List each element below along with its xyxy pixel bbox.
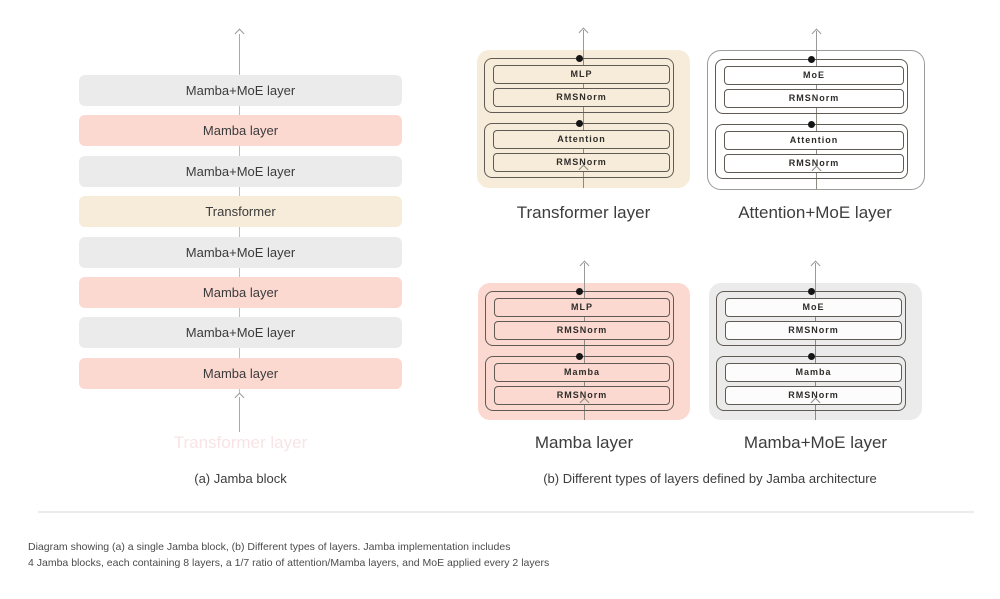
layer-row-mamba-2: Mamba layer: [79, 277, 402, 308]
card-output-arrowhead-icon: [579, 260, 589, 271]
moe-box: MoE: [724, 66, 904, 85]
mlp-residual-group: MLP RMSNorm: [484, 55, 674, 113]
moe-box: MoE: [725, 298, 902, 317]
mlp-box: MLP: [493, 65, 670, 84]
attention-box: Attention: [724, 131, 904, 150]
attention-box: Attention: [493, 130, 670, 149]
mamba-residual-group: Mamba RMSNorm: [716, 353, 906, 411]
rmsnorm-box: RMSNorm: [724, 154, 904, 173]
residual-junction-dot: [576, 288, 583, 295]
card-output-arrowhead-icon: [811, 28, 821, 39]
rmsnorm-box: RMSNorm: [725, 386, 902, 405]
stack-input-arrow-line: [239, 397, 240, 432]
layer-row-label: Transformer: [205, 204, 276, 219]
mlp-box: MLP: [494, 298, 670, 317]
rmsnorm-box: RMSNorm: [724, 89, 904, 108]
layer-row-mamba-moe-4: Mamba+MoE layer: [79, 317, 402, 348]
moe-residual-group: MoE RMSNorm: [716, 288, 906, 346]
transformer-layer-card: MLP RMSNorm Attention RMSNorm: [477, 27, 690, 188]
layer-row-label: Mamba+MoE layer: [185, 83, 296, 98]
footer-divider: [38, 511, 974, 513]
residual-stream-line: [815, 291, 816, 420]
residual-junction-dot: [575, 120, 583, 127]
attention-residual-group: Attention RMSNorm: [715, 121, 908, 179]
residual-junction-dot: [807, 288, 815, 295]
residual-junction-dot: [807, 353, 815, 360]
residual-junction-dot: [808, 121, 815, 128]
rmsnorm-box: RMSNorm: [493, 88, 670, 107]
layer-row-mamba-moe-1: Mamba+MoE layer: [79, 75, 402, 106]
layer-row-mamba-moe-3: Mamba+MoE layer: [79, 237, 402, 268]
stack-output-arrowhead-icon: [234, 28, 245, 39]
stack-connector-line: [239, 72, 240, 394]
description-line-2: 4 Jamba blocks, each containing 8 layers…: [28, 557, 550, 569]
layer-row-label: Mamba layer: [202, 285, 279, 300]
rmsnorm-box: RMSNorm: [493, 153, 670, 172]
rmsnorm-box: RMSNorm: [725, 321, 902, 340]
residual-stream-line: [583, 291, 585, 420]
mamba-box: Mamba: [725, 363, 902, 382]
stack-input-arrowhead-icon: [234, 392, 245, 403]
mamba-residual-group: Mamba RMSNorm: [485, 353, 674, 411]
diagram-description: Diagram showing (a) a single Jamba block…: [28, 539, 549, 571]
mamba-box: Mamba: [494, 363, 670, 382]
layer-row-label: Mamba layer: [202, 366, 279, 381]
attention-moe-layer-caption: Attention+MoE layer: [738, 203, 892, 222]
card-output-arrow-line: [583, 30, 584, 58]
card-output-arrow-line: [583, 263, 585, 291]
mlp-residual-group: MLP RMSNorm: [485, 288, 674, 346]
moe-residual-group: MoE RMSNorm: [715, 56, 908, 114]
card-output-arrowhead-icon: [810, 260, 821, 271]
residual-junction-dot: [575, 55, 583, 62]
transformer-layer-caption: Transformer layer: [516, 203, 651, 222]
mamba-layer-card: MLP RMSNorm Mamba RMSNorm: [478, 260, 690, 420]
mamba-moe-layer-card: MoE RMSNorm Mamba RMSNorm: [709, 260, 922, 420]
layer-row-label: Mamba+MoE layer: [185, 325, 296, 340]
layer-row-label: Mamba+MoE layer: [185, 164, 296, 179]
residual-junction-dot: [576, 353, 583, 360]
layer-row-label: Mamba layer: [202, 123, 279, 138]
panel-b-caption: (b) Different types of layers defined by…: [543, 471, 877, 486]
attention-residual-group: Attention RMSNorm: [484, 120, 674, 178]
residual-junction-dot: [808, 56, 815, 63]
layer-row-transformer: Transformer: [79, 196, 402, 227]
rmsnorm-box: RMSNorm: [494, 386, 670, 405]
layer-row-mamba-1: Mamba layer: [79, 115, 402, 146]
layer-row-mamba-3: Mamba layer: [79, 358, 402, 389]
rmsnorm-box: RMSNorm: [494, 321, 670, 340]
panel-a-caption: (a) Jamba block: [194, 471, 287, 486]
mamba-layer-caption: Mamba layer: [534, 433, 634, 452]
card-output-arrowhead-icon: [578, 27, 589, 38]
stack-output-arrow-line: [239, 34, 240, 74]
layer-row-mamba-moe-2: Mamba+MoE layer: [79, 156, 402, 187]
card-output-arrow-line: [815, 263, 816, 291]
ghost-transformer-label: Transformer layer: [173, 433, 308, 452]
description-line-1: Diagram showing (a) a single Jamba block…: [28, 541, 511, 553]
card-output-arrow-line: [815, 31, 817, 59]
mamba-moe-layer-caption: Mamba+MoE layer: [743, 433, 888, 452]
layer-row-label: Mamba+MoE layer: [185, 245, 296, 260]
attention-moe-layer-card: MoE RMSNorm Attention RMSNorm: [707, 28, 925, 190]
